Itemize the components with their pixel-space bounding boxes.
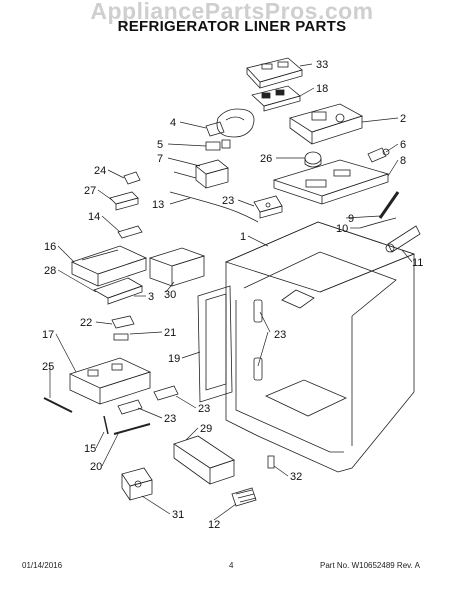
callout-1: 1 (240, 231, 246, 243)
callout-31: 31 (172, 509, 184, 521)
callout-32: 32 (290, 471, 302, 483)
callout-13: 13 (152, 199, 164, 211)
part-26-fan-motor (304, 151, 322, 168)
part-8-evaporator-cover (272, 159, 390, 205)
callout-23-liner: 23 (274, 329, 286, 341)
part-15-spring (103, 415, 109, 435)
callout-11: 11 (412, 257, 423, 269)
watermark: AppliancePartsPros.com (90, 0, 374, 24)
part-14-small-board (117, 225, 143, 239)
callout-3: 3 (148, 291, 154, 303)
part-25-rod (43, 397, 73, 413)
part-10-wire (359, 217, 397, 229)
callout-33: 33 (316, 59, 328, 71)
callout-22: 22 (80, 317, 92, 329)
part-27-bracket (109, 191, 139, 211)
part-23-sensor-top (253, 195, 283, 219)
part-13-wire-harness (169, 191, 259, 223)
callout-numbers: 33 18 4 2 5 6 7 26 8 24 27 23 13 9 10 14… (42, 59, 423, 531)
page-title: REFRIGERATOR LINER PARTS (117, 18, 347, 35)
callout-30: 30 (164, 289, 176, 301)
part-11-water-filter (385, 225, 421, 253)
footer-date: 01/14/2016 (22, 561, 63, 570)
callout-5: 5 (157, 139, 163, 151)
callout-7: 7 (157, 153, 163, 165)
part-17-ice-maker (68, 357, 152, 405)
footer-page-number: 4 (229, 561, 234, 570)
callout-18: 18 (316, 83, 328, 95)
callout-leaders (49, 63, 413, 521)
part-6-socket (367, 147, 390, 163)
part-1-refrigerator-liner (224, 221, 416, 473)
callout-12: 12 (208, 519, 220, 531)
callout-2: 2 (400, 113, 406, 125)
part-7-damper-box (173, 159, 229, 189)
footer-part-number: Part No. W10652489 Rev. A (320, 561, 420, 570)
callout-15: 15 (84, 443, 96, 455)
part-33-light-cover (246, 57, 303, 89)
part-12-grille (231, 487, 257, 507)
part-23-sensor-liner-b (253, 357, 263, 381)
callout-14: 14 (88, 211, 100, 223)
callout-8: 8 (400, 155, 406, 167)
callout-17: 17 (42, 329, 54, 341)
part-28-tray (93, 277, 143, 305)
part-16-housing (70, 245, 148, 287)
callout-20: 20 (90, 461, 102, 473)
callout-16: 16 (44, 241, 56, 253)
callout-24: 24 (94, 165, 106, 177)
part-29-bracket (173, 435, 235, 485)
callout-23-mid: 23 (164, 413, 176, 425)
callout-10: 10 (336, 223, 348, 235)
callout-25: 25 (42, 361, 54, 373)
part-24-clip (123, 171, 141, 185)
callout-19: 19 (168, 353, 180, 365)
callout-29: 29 (200, 423, 212, 435)
part-18-control-board (251, 85, 301, 112)
part-20-bar (113, 423, 151, 435)
part-4-air-tower-duct (205, 108, 255, 138)
part-23-sensor-liner-a (253, 299, 263, 323)
part-32-plug (267, 455, 275, 469)
callout-27: 27 (84, 185, 96, 197)
part-30-cover (148, 247, 206, 287)
part-23-sensor-low (153, 385, 179, 401)
callout-28: 28 (44, 265, 56, 277)
callout-6: 6 (400, 139, 406, 151)
callout-23-low: 23 (198, 403, 210, 415)
callout-21: 21 (164, 327, 176, 339)
part-19-side-panel (197, 285, 233, 403)
callout-9: 9 (348, 213, 354, 225)
part-5-connector (205, 139, 231, 151)
part-22-clip (111, 315, 135, 341)
part-9-light-rod (378, 191, 400, 219)
callout-4: 4 (170, 117, 176, 129)
callout-26: 26 (260, 153, 272, 165)
callout-23-top: 23 (222, 195, 234, 207)
part-23-sensor-mid (117, 399, 143, 415)
part-2-control-housing (289, 103, 364, 145)
part-31-motor (121, 467, 153, 501)
